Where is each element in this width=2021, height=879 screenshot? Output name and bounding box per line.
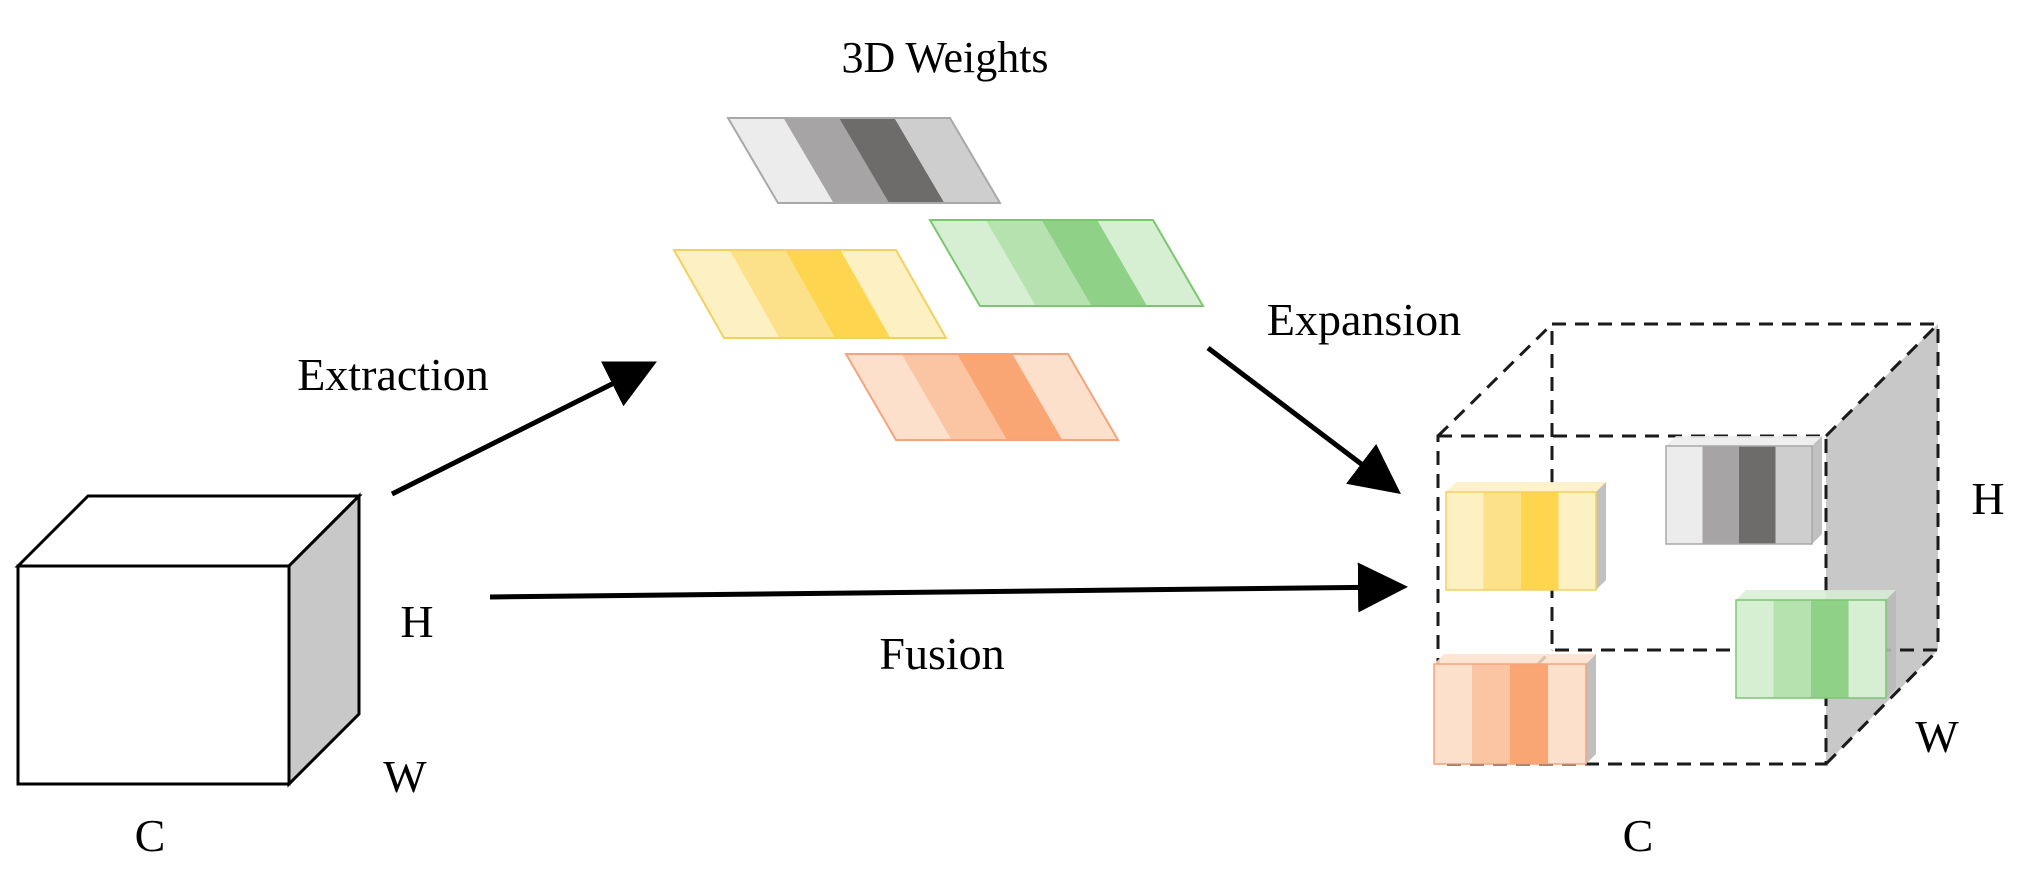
block-strip	[1775, 446, 1812, 544]
output-cube-c-label: C	[1623, 810, 1654, 861]
block-strip	[1548, 664, 1586, 764]
weight-block-green	[1735, 590, 1896, 699]
block-strip	[1446, 492, 1484, 590]
input-cube	[14, 492, 363, 788]
block-strip	[1736, 600, 1774, 698]
block-strip	[1558, 492, 1596, 590]
block-strip	[1472, 664, 1510, 764]
expansion-arrow	[1206, 346, 1401, 495]
weight-plane-orange	[844, 353, 1120, 441]
weight-strip	[729, 250, 835, 338]
weight-plane-yellow	[672, 249, 948, 339]
weight-strip	[894, 118, 1000, 203]
output-cube-h-label: H	[1971, 473, 2004, 524]
weight-strip	[840, 250, 946, 338]
input-cube-front-face	[16, 564, 291, 786]
weight-strip	[1041, 220, 1148, 306]
weight-strip	[783, 118, 889, 203]
extraction-arrow	[390, 361, 657, 497]
weight-plane-outline	[672, 249, 948, 339]
weight-strip	[901, 354, 1007, 440]
weight-strip	[846, 354, 952, 440]
expansion-label: Expansion	[1267, 294, 1461, 345]
block-strip	[1773, 600, 1811, 698]
weight-plane-outline	[726, 117, 1002, 204]
weight-planes	[672, 117, 1205, 441]
block-strip	[1521, 492, 1559, 590]
weight-strip	[957, 354, 1063, 440]
output-cube-w-label: W	[1915, 711, 1959, 762]
weight-block-orange	[1433, 654, 1596, 765]
input-cube-c-label: C	[135, 810, 166, 861]
weight-plane-outline	[844, 353, 1120, 441]
extraction-label: Extraction	[297, 349, 489, 400]
weight-plane-green	[928, 219, 1205, 307]
weight-strip	[930, 220, 1036, 306]
block-strip	[1666, 446, 1703, 544]
block-strip	[1702, 446, 1739, 544]
block-strip	[1510, 664, 1548, 764]
weight-strip	[1097, 220, 1203, 306]
input-cube-h-label: H	[400, 596, 433, 647]
weight-strip	[985, 220, 1092, 306]
output-weight-blocks	[1433, 436, 1896, 765]
block-strip	[1434, 664, 1472, 764]
block-strip	[1483, 492, 1521, 590]
weight-strip	[728, 118, 834, 203]
weight-strip	[674, 250, 780, 338]
weight-strip	[839, 118, 945, 203]
block-strip	[1811, 600, 1849, 698]
title-3d-weights: 3D Weights	[841, 33, 1048, 82]
weight-strip	[1012, 354, 1118, 440]
block-strip	[1848, 600, 1886, 698]
weight-block-yellow	[1445, 482, 1606, 591]
weight-strip	[785, 250, 891, 338]
fusion-arrow	[489, 562, 1408, 613]
weight-plane-outline	[928, 219, 1205, 307]
block-strip	[1739, 446, 1776, 544]
input-cube-w-label: W	[383, 751, 427, 802]
fusion-label: Fusion	[879, 628, 1004, 679]
weight-plane-gray	[726, 117, 1002, 204]
weight-block-gray	[1665, 436, 1822, 545]
